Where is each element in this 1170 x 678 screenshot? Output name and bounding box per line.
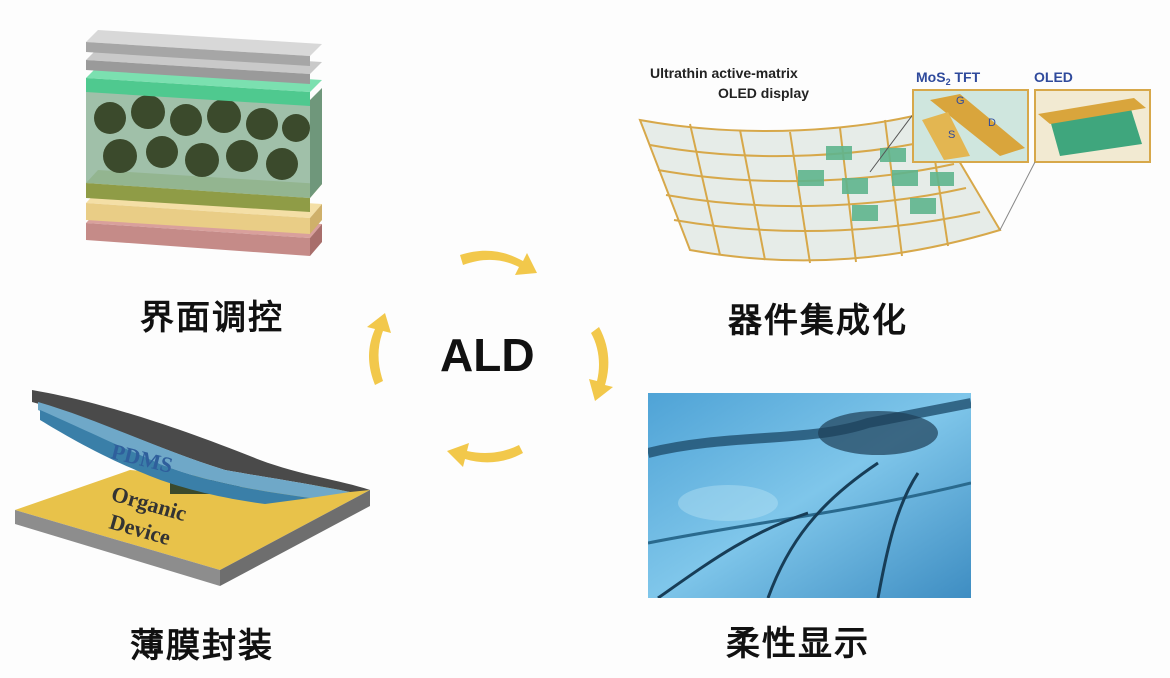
caption-flexible-display: 柔性显示 (726, 624, 870, 664)
caption-thin-film-encapsulation: 薄膜封装 (130, 626, 274, 666)
caption-interface-control: 界面调控 (140, 298, 284, 338)
arrow-right-icon (589, 327, 613, 401)
ald-cycle-arrows (367, 250, 613, 467)
encapsulation-illustration: PDMS Organic Device (15, 390, 370, 586)
oled-inset-label: OLED (1034, 69, 1073, 85)
tft-terminal-s: S (948, 129, 955, 141)
arrow-top-icon (460, 250, 537, 275)
arrow-left-icon (367, 313, 391, 385)
flexible-display-photo (648, 393, 971, 598)
oled-display-illustration: Ultrathin active-matrix OLED display MoS… (638, 65, 1151, 264)
arrow-bottom-icon (447, 443, 523, 467)
caption-device-integration: 器件集成化 (728, 301, 908, 341)
tft-terminal-d: D (988, 117, 996, 129)
oled-title-line2: OLED display (718, 85, 809, 101)
tft-inset-label: MoS2 TFT (916, 69, 981, 87)
ald-center-label: ALD (440, 329, 535, 381)
tft-terminal-g: G (956, 95, 965, 107)
oled-title-line1: Ultrathin active-matrix (650, 65, 798, 81)
layered-stack-illustration (86, 30, 322, 256)
